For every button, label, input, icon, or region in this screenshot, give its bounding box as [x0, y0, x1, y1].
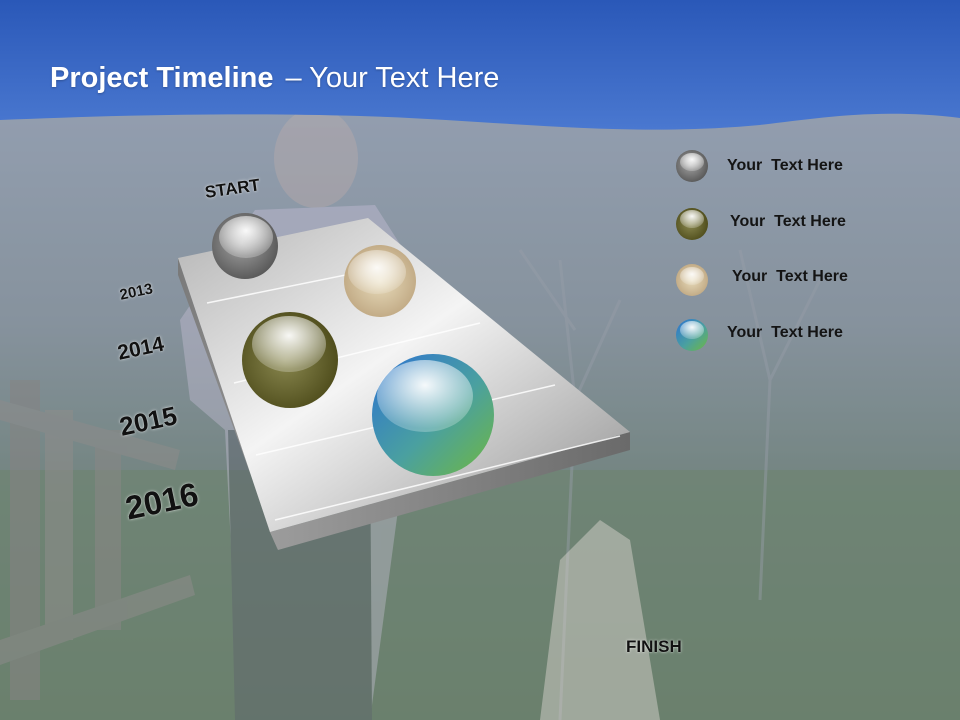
- legend-item-label: Your Text Here: [727, 324, 843, 341]
- legend-sphere-beige: [676, 264, 708, 296]
- legend-item-label: Your Text Here: [727, 157, 843, 174]
- legend-item-label: Your Text Here: [730, 213, 846, 230]
- legend-sphere-olive: [676, 208, 708, 240]
- sphere-2014: [242, 312, 338, 408]
- title-bold: Project Timeline: [50, 62, 274, 94]
- legend-sphere-gray: [676, 150, 708, 182]
- legend-item-label: Your Text Here: [732, 268, 848, 285]
- finish-label: FINISH: [626, 637, 682, 656]
- sphere-start: [212, 213, 278, 279]
- slide-title: Project Timeline – Your Text Here: [50, 62, 499, 95]
- title-rest: – Your Text Here: [285, 62, 500, 94]
- header-band: [0, 0, 960, 130]
- sphere-2015: [372, 354, 494, 476]
- legend-sphere-blue-green: [676, 319, 708, 351]
- sphere-2013: [344, 245, 416, 317]
